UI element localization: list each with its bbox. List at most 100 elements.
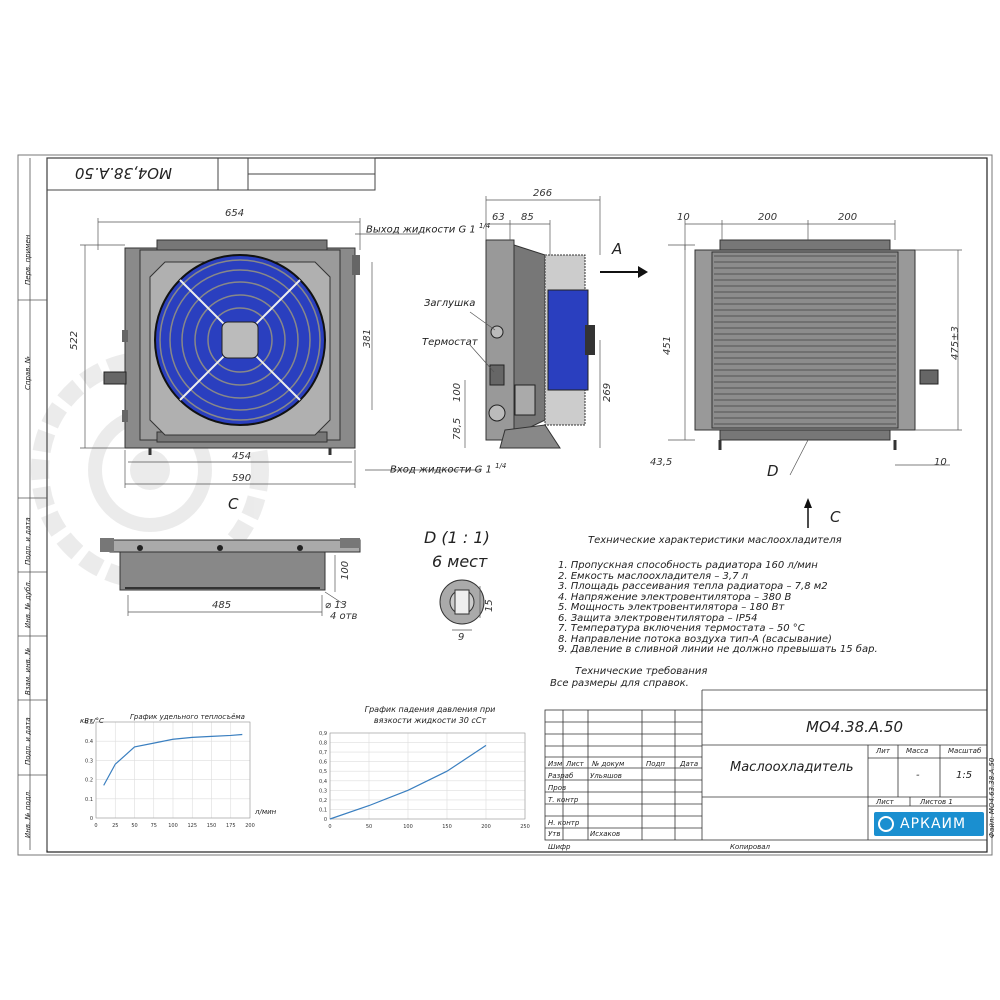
back-view xyxy=(694,239,939,450)
y-tick-label: 0 xyxy=(90,816,93,822)
brand-name: АРКАИМ xyxy=(900,816,967,832)
inlet-label: Вход жидкости G 1 1/4 xyxy=(390,462,507,476)
requirements-title: Технические требования xyxy=(575,666,708,677)
spec-item: 7. Температура включения термостата – 50… xyxy=(558,623,805,634)
tb-lit: Лит xyxy=(876,747,890,755)
y-tick-label: 0 xyxy=(324,817,327,823)
side-label-6: Инв. № подл. xyxy=(24,789,32,838)
tb-h-doc: № докум xyxy=(592,760,625,768)
dim-10-top: 10 xyxy=(677,212,690,223)
detail-d-callout: D xyxy=(767,462,779,480)
tb-format: Шифр xyxy=(548,843,571,851)
chart1-ylabel: кВт/°С xyxy=(80,717,104,725)
specs-title: Технические характеристики маслоохладите… xyxy=(588,535,842,546)
tb-file: Файл: МО4.63.38.А.50 xyxy=(988,757,996,838)
tb-h-data: Дата xyxy=(680,760,699,768)
doc-name: Маслоохладитель xyxy=(730,760,854,775)
plug-label: Заглушка xyxy=(424,298,476,309)
view-a-label: А xyxy=(612,240,623,258)
y-tick-label: 0,2 xyxy=(319,798,327,804)
plot-area xyxy=(329,732,526,820)
chart1-xlabel: л/мин xyxy=(255,808,277,816)
detail-subtitle: 6 мест xyxy=(432,552,488,571)
tb-tkontr: Т. контр xyxy=(548,796,579,804)
arrow-c xyxy=(804,498,812,528)
dim-10-bottom: 10 xyxy=(934,457,947,468)
arrow-a xyxy=(600,266,648,278)
tb-scale-value: 1:5 xyxy=(956,770,973,781)
dim-100: 100 xyxy=(452,382,463,402)
tb-h-podp: Подп xyxy=(646,760,665,768)
series-line xyxy=(103,733,243,786)
dim-475: 475±3 xyxy=(950,326,961,360)
view-c-callout: C xyxy=(830,508,841,526)
dim-d13: ⌀ 13 xyxy=(325,600,347,611)
dim-590: 590 xyxy=(232,473,252,484)
spec-item: 9. Давление в сливной линии не должно пр… xyxy=(558,644,878,655)
x-tick-label: 50 xyxy=(131,823,137,829)
dim-holes: 4 отв xyxy=(330,611,358,622)
dim-485: 485 xyxy=(212,600,232,611)
y-tick-label: 0.2 xyxy=(85,778,93,784)
chart2-title: График падения давления при вязкости жид… xyxy=(364,705,496,725)
outlet-label: Выход жидкости G 1 1/4 xyxy=(366,222,491,236)
x-tick-label: 0 xyxy=(328,824,331,830)
x-tick-label: 250 xyxy=(520,824,530,830)
y-tick-label: 0.1 xyxy=(85,797,93,803)
detail-title: D (1 : 1) xyxy=(424,528,490,547)
front-view xyxy=(103,239,360,455)
y-tick-label: 0,4 xyxy=(319,779,327,785)
plot-area xyxy=(95,721,251,819)
dim-85: 85 xyxy=(521,212,534,223)
y-tick-label: 0,3 xyxy=(319,788,327,794)
bottom-view xyxy=(100,538,361,591)
tb-utv-name: Исхаков xyxy=(590,830,621,838)
y-tick-label: 0.3 xyxy=(85,758,93,764)
dim-454: 454 xyxy=(232,451,252,462)
chart1-title: График удельного теплосъёма xyxy=(130,713,245,721)
tb-h-izm: Изм xyxy=(548,760,563,768)
requirements-text: Все размеры для справок. xyxy=(550,678,689,689)
y-tick-label: 0,6 xyxy=(319,760,327,766)
y-tick-label: 0.4 xyxy=(85,739,93,745)
dim-15: 15 xyxy=(484,599,495,612)
tb-prov: Пров xyxy=(548,784,567,792)
x-tick-label: 75 xyxy=(151,823,157,829)
tb-mass-value: - xyxy=(916,770,920,781)
y-tick-label: 0,9 xyxy=(319,731,327,737)
x-tick-label: 100 xyxy=(403,824,413,830)
tb-sheets: Листов 1 xyxy=(920,798,953,806)
dim-9: 9 xyxy=(458,632,465,643)
doc-code: МО4.38.А.50 xyxy=(806,718,904,736)
side-label-4: Взам. инв. № xyxy=(24,647,32,695)
dim-200-b: 200 xyxy=(838,212,858,223)
spec-item: 4. Напряжение электровентилятора – 380 В xyxy=(558,591,792,603)
tb-h-list: Лист xyxy=(566,760,584,768)
x-tick-label: 200 xyxy=(481,824,491,830)
gear-icon xyxy=(878,816,894,832)
dim-200-a: 200 xyxy=(758,212,778,223)
tb-razrab-name: Ульяшов xyxy=(590,772,622,780)
brand-logo: АРКАИМ xyxy=(874,812,984,836)
dim-bottom-100: 100 xyxy=(340,560,351,580)
y-tick-label: 0,7 xyxy=(319,750,327,756)
x-tick-label: 50 xyxy=(366,824,372,830)
x-tick-label: 200 xyxy=(245,823,255,829)
spec-item: 8. Направление потока воздуха тип-А (вса… xyxy=(558,633,832,645)
x-tick-label: 175 xyxy=(226,823,236,829)
side-label-0: Перв. примен xyxy=(24,234,32,285)
side-label-3: Инв. № дубл. xyxy=(24,580,32,628)
detail-d xyxy=(439,579,485,631)
x-tick-label: 150 xyxy=(442,824,452,830)
y-tick-label: 0,5 xyxy=(319,769,327,775)
outer-frame xyxy=(17,154,993,856)
dim-63: 63 xyxy=(492,212,505,223)
spec-item: 3. Площадь рассеивания тепла радиатора –… xyxy=(558,581,828,592)
side-label-5: Подп. и дата xyxy=(24,717,32,765)
spec-item: 2. Емкость маслоохладителя – 3,7 л xyxy=(558,570,748,582)
dim-266: 266 xyxy=(533,188,553,199)
y-tick-label: 0,1 xyxy=(319,807,327,813)
